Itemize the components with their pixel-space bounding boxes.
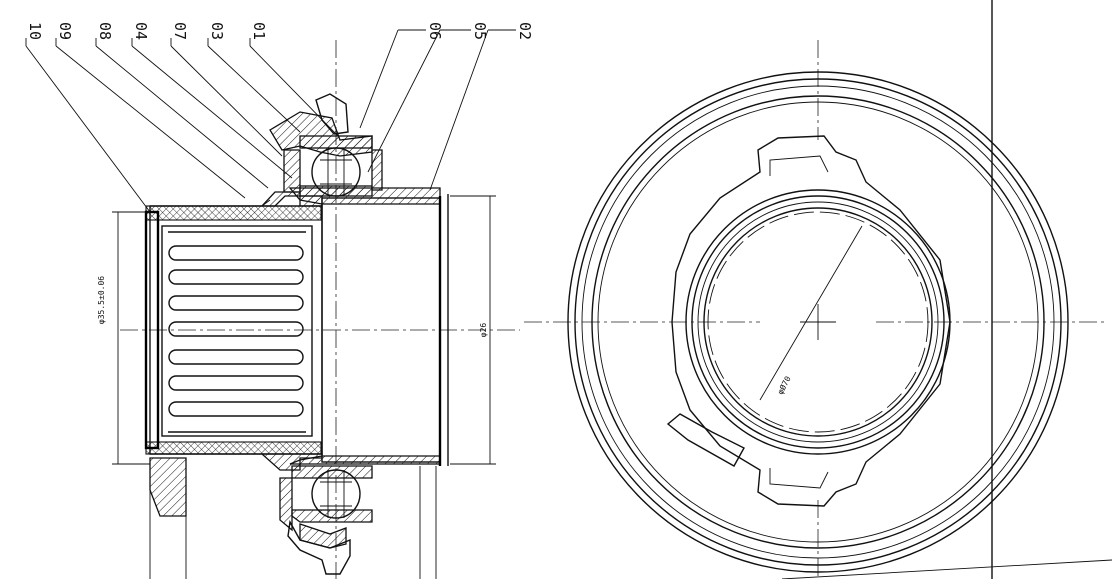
bearing-bottom: [279, 465, 373, 575]
callout-02: 02: [516, 22, 534, 40]
callout-10: 10: [26, 22, 44, 40]
callout-08: 08: [96, 22, 114, 40]
dim-tube-outer-diameter: φ26: [479, 323, 488, 338]
callout-04: 04: [132, 22, 150, 40]
bearing-top: [269, 93, 383, 197]
section-view: φ35.5±0.06 φ26: [97, 40, 520, 579]
front-view: φØ70: [524, 0, 1113, 579]
callout-labels: 10 09 08 04 07 03 01 06 05 02: [26, 22, 534, 40]
callout-09: 09: [56, 22, 74, 40]
dim-bore-diameter: φ35.5±0.06: [97, 276, 106, 324]
needle-rollers: [161, 225, 313, 437]
callout-07: 07: [171, 22, 189, 40]
dim-face-diameter: φØ70: [775, 374, 793, 396]
callout-01: 01: [250, 22, 268, 40]
leader-lines: [25, 29, 516, 213]
callout-03: 03: [208, 22, 226, 40]
callout-06: 06: [426, 22, 444, 40]
callout-05: 05: [471, 22, 489, 40]
dimension-lines: [112, 195, 496, 465]
